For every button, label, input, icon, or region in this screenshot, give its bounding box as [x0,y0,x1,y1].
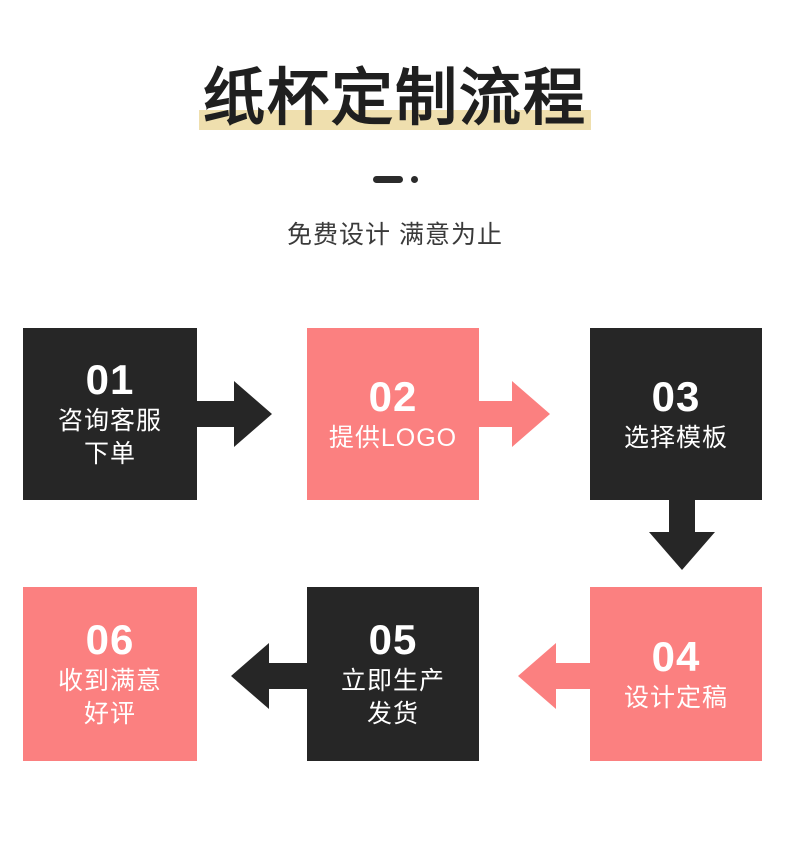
step-label-02-line1: 提供LOGO [328,423,458,452]
step-label-03-line1: 选择模板 [623,423,728,452]
divider-dot-icon [410,175,418,183]
page-title-text: 纸杯定制流程 [202,64,587,133]
arrow-left-04-to-05 [518,637,596,715]
step-label-01-line2: 下单 [83,440,136,468]
divider-dash-icon [372,175,403,183]
step-number-05: 05 [368,616,418,663]
flow-step-05[interactable]: 05 立即生产 发货 [307,587,479,761]
page-title-wrap: 纸杯定制流程 [0,62,790,136]
step-label-05-line2: 发货 [366,700,419,728]
page-title: 纸杯定制流程 [198,62,591,136]
step-label-06-line1: 收到满意 [57,667,162,695]
arrow-right-02-to-03 [472,375,550,453]
step-label-06-line2: 好评 [83,700,136,728]
flow-step-01[interactable]: 01 咨询客服 下单 [23,328,197,500]
dash-dot-divider-icon [0,172,790,186]
step-number-06: 06 [85,616,135,663]
flow-step-04[interactable]: 04 设计定稿 [590,587,762,761]
flow-step-03[interactable]: 03 选择模板 [590,328,762,500]
step-number-02: 02 [368,372,418,420]
step-label-01-line1: 咨询客服 [57,407,162,435]
step-label-04-line1: 设计定稿 [623,683,728,712]
step-number-04: 04 [651,632,701,680]
page-header: 纸杯定制流程 免费设计 满意为止 [0,0,790,300]
step-number-03: 03 [651,372,701,420]
step-number-01: 01 [85,356,135,403]
step-label-05-line1: 立即生产 [340,667,445,695]
arrow-right-01-to-02 [190,375,272,453]
arrow-left-05-to-06 [231,637,311,715]
title-highlight-bar [198,110,591,130]
flow-step-02[interactable]: 02 提供LOGO [307,328,479,500]
page-subtitle: 免费设计 满意为止 [287,221,503,249]
flow-step-06[interactable]: 06 收到满意 好评 [23,587,197,761]
arrow-down-03-to-04 [645,494,719,570]
